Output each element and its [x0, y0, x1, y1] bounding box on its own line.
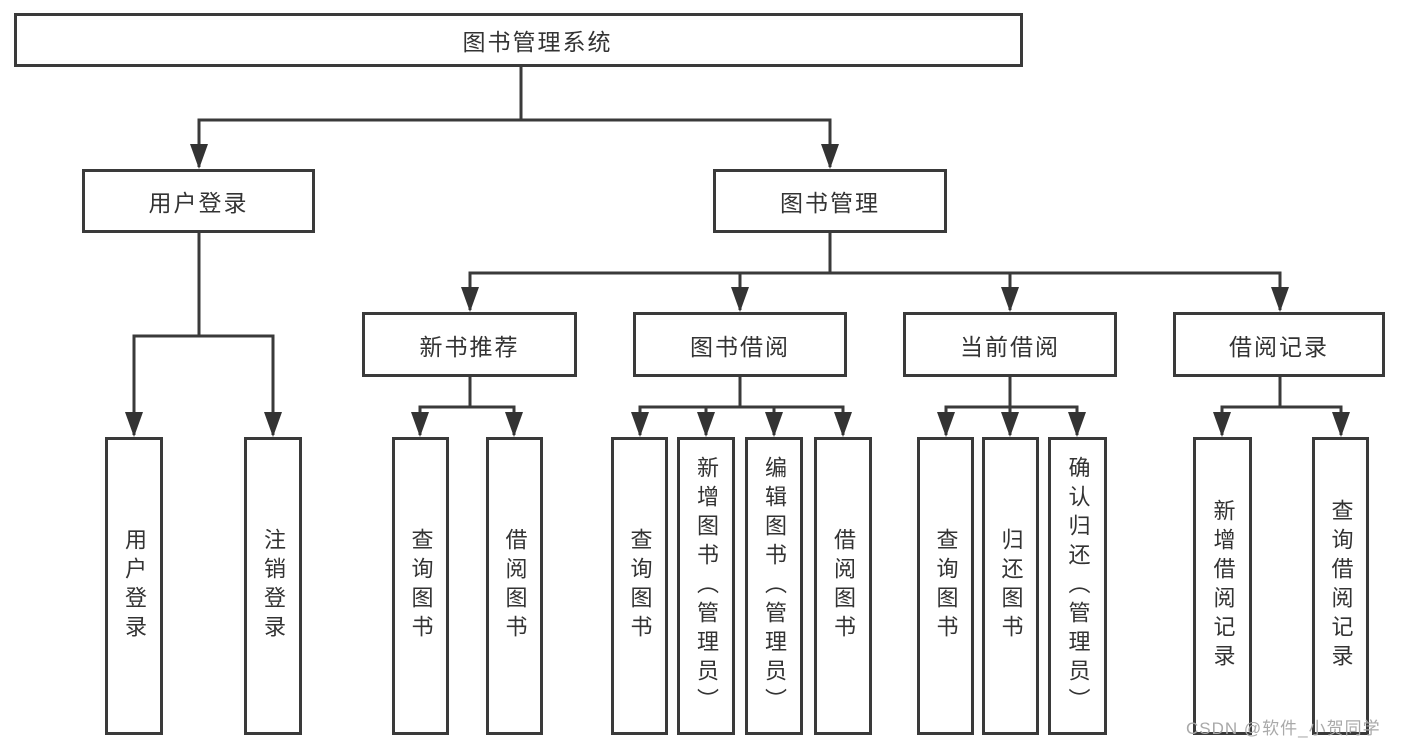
- node-leaf-query-book-1: 查询图书: [392, 437, 449, 735]
- node-label: 新书推荐: [419, 333, 520, 360]
- arrowhead-icon: [505, 412, 523, 437]
- node-leaf-query-borrow-record: 查询借阅记录: [1312, 437, 1369, 735]
- connector-line: [468, 271, 1282, 310]
- node-borrow-record: 借阅记录: [1173, 312, 1385, 377]
- node-label: 图书管理: [780, 190, 880, 216]
- node-label: 注销登录: [261, 528, 286, 644]
- arrowhead-icon: [411, 412, 429, 437]
- node-user-login: 用户登录: [82, 169, 315, 233]
- node-label: 新增借阅记录: [1210, 499, 1236, 673]
- node-leaf-borrow-book-1: 借阅图书: [486, 437, 543, 735]
- connector-line: [132, 334, 275, 435]
- arrowhead-icon: [1001, 412, 1019, 437]
- node-label: 用户登录: [148, 190, 249, 216]
- node-leaf-return-book: 归还图书: [982, 437, 1039, 735]
- arrowhead-icon: [1332, 412, 1350, 437]
- node-label: 用户登录: [122, 528, 147, 644]
- arrowhead-icon: [765, 412, 783, 437]
- node-system-root: 图书管理系统: [14, 13, 1023, 67]
- arrowhead-icon: [1068, 412, 1086, 437]
- node-label: 借阅图书: [831, 528, 856, 644]
- node-book-borrow: 图书借阅: [633, 312, 847, 377]
- arrowhead-icon: [631, 412, 649, 437]
- node-leaf-add-book-admin: 新增图书（管理员）: [677, 437, 735, 735]
- connector-line: [638, 405, 845, 435]
- node-label: 查询图书: [408, 528, 434, 644]
- arrowhead-icon: [264, 412, 282, 437]
- node-leaf-edit-book-admin: 编辑图书（管理员）: [745, 437, 803, 735]
- node-current-borrow: 当前借阅: [903, 312, 1117, 377]
- node-label: 图书管理系统: [462, 29, 613, 55]
- arrowhead-icon: [1213, 412, 1231, 437]
- node-new-book-recommend: 新书推荐: [362, 312, 577, 377]
- node-label: 确认归还（管理员）: [1065, 455, 1091, 717]
- node-leaf-confirm-return-admin: 确认归还（管理员）: [1048, 437, 1107, 735]
- node-label: 当前借阅: [960, 333, 1060, 360]
- node-leaf-logout: 注销登录: [244, 437, 302, 735]
- connector-line: [1220, 405, 1343, 435]
- arrowhead-icon: [190, 144, 208, 169]
- arrowhead-icon: [1271, 287, 1289, 312]
- node-label: 归还图书: [998, 528, 1024, 644]
- arrowhead-icon: [461, 287, 479, 312]
- arrowhead-icon: [937, 412, 955, 437]
- arrowhead-icon: [1001, 287, 1019, 312]
- arrowheads-group: [125, 144, 1350, 437]
- node-label: 借阅记录: [1229, 333, 1329, 360]
- csdn-watermark: CSDN @软件_小贺同学: [1186, 719, 1381, 738]
- node-label: 编辑图书（管理员）: [762, 455, 787, 717]
- node-leaf-query-book-3: 查询图书: [917, 437, 974, 735]
- node-book-management: 图书管理: [713, 169, 947, 233]
- node-label: 查询图书: [933, 528, 959, 644]
- node-leaf-user-login: 用户登录: [105, 437, 163, 735]
- connector-line: [197, 118, 832, 167]
- arrowhead-icon: [697, 412, 715, 437]
- node-label: 查询借阅记录: [1328, 499, 1354, 673]
- node-label: 新增图书（管理员）: [694, 455, 719, 717]
- node-leaf-query-book-2: 查询图书: [611, 437, 668, 735]
- arrowhead-icon: [731, 287, 749, 312]
- node-label: 查询图书: [627, 528, 653, 644]
- arrowhead-icon: [125, 412, 143, 437]
- node-label: 图书借阅: [690, 333, 790, 360]
- node-label: 借阅图书: [502, 528, 528, 644]
- node-leaf-add-borrow-record: 新增借阅记录: [1193, 437, 1252, 735]
- arrowhead-icon: [834, 412, 852, 437]
- arrowhead-icon: [821, 144, 839, 169]
- node-leaf-borrow-book-2: 借阅图书: [814, 437, 872, 735]
- connector-line: [418, 405, 516, 435]
